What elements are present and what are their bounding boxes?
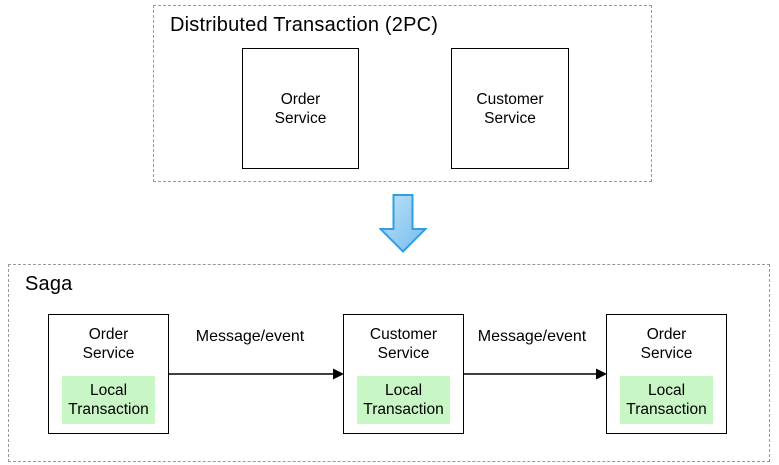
group-distributed-transaction-2pc: Distributed Transaction (2PC) Order Serv… [153, 5, 652, 182]
node-customer-service-saga-label: Customer Service [369, 326, 438, 362]
node-order-service-saga-2-label: Order Service [640, 326, 693, 362]
node-customer-service-saga: Customer Service Local Transaction [343, 314, 464, 434]
edge-arrow-2 [464, 368, 607, 380]
group-2pc-title: Distributed Transaction (2PC) [170, 14, 439, 36]
local-transaction-box-1: Local Transaction [62, 376, 155, 424]
node-order-service-2pc-label: Order Service [274, 90, 327, 127]
node-order-service-saga-1: Order Service Local Transaction [48, 314, 169, 434]
edge-label-1: Message/event [195, 328, 305, 345]
node-order-service-saga-1-label: Order Service [82, 326, 135, 362]
node-order-service-saga-2: Order Service Local Transaction [606, 314, 727, 434]
node-order-service-2pc: Order Service [242, 48, 359, 169]
local-transaction-box-1-label: Local Transaction [68, 382, 149, 418]
edge-label-2: Message/event [477, 328, 587, 345]
node-customer-service-2pc-label: Customer Service [476, 90, 544, 127]
down-block-arrow-icon [378, 194, 428, 253]
group-saga-title: Saga [25, 273, 73, 295]
local-transaction-box-3-label: Local Transaction [626, 382, 707, 418]
local-transaction-box-3: Local Transaction [620, 376, 713, 424]
local-transaction-box-2-label: Local Transaction [363, 382, 444, 418]
node-customer-service-2pc: Customer Service [451, 48, 569, 169]
edge-arrow-1 [169, 368, 344, 380]
local-transaction-box-2: Local Transaction [357, 376, 450, 424]
group-saga: Saga Order Service Local Transaction Mes… [8, 264, 770, 462]
